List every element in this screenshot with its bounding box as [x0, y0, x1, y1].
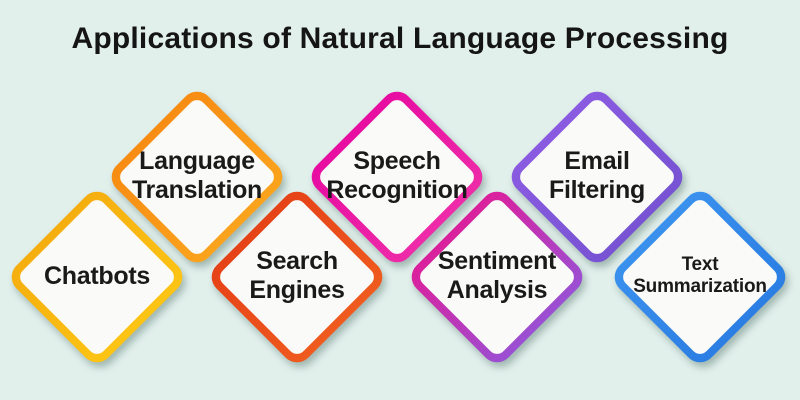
- diamond-speech-recognition: Speech Recognition: [305, 85, 489, 269]
- diamond-email-filtering: Email Filtering: [505, 85, 689, 269]
- diamond-sentiment-analysis: Sentiment Analysis: [405, 185, 589, 369]
- diamond-search-engines: Search Engines: [205, 185, 389, 369]
- page-title: Applications of Natural Language Process…: [71, 22, 729, 55]
- diamond-label: Sentiment Analysis: [437, 246, 557, 304]
- diamond-language-translation: Language Translation: [105, 85, 289, 269]
- diamond-label: Chatbots: [44, 261, 150, 290]
- diamond-label: Email Filtering: [549, 146, 645, 204]
- diamond-label: Text Summarization: [633, 254, 767, 298]
- diamond-label: Speech Recognition: [326, 146, 468, 204]
- diamond-label: Search Engines: [249, 246, 345, 304]
- diamond-chatbots: Chatbots: [5, 185, 189, 369]
- diamond-label: Language Translation: [131, 146, 263, 204]
- diamond-text-summarization: Text Summarization: [608, 185, 792, 369]
